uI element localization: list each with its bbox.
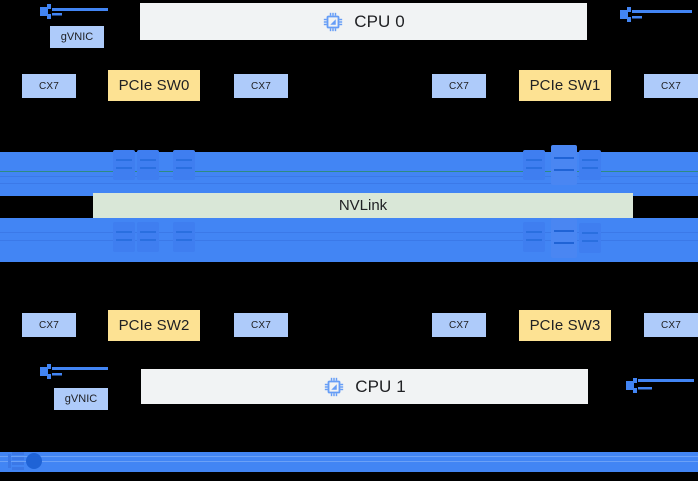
cpu1-box[interactable]: CPU 1 xyxy=(141,369,588,404)
cx7-box-1[interactable]: CX7 xyxy=(22,74,76,98)
pcie-switch-box-3[interactable]: PCIe SW3 xyxy=(519,310,611,341)
nic-connector-icon-top-left xyxy=(40,4,108,25)
cx7-box-3[interactable]: CX7 xyxy=(432,74,486,98)
gpu-card-icon-group-bottom-midleft xyxy=(172,222,196,252)
pcie-switch-box-0[interactable]: PCIe SW0 xyxy=(108,70,200,101)
cx7-box-2[interactable]: CX7 xyxy=(234,74,288,98)
cpu1-label: CPU 1 xyxy=(355,376,406,396)
cx7-box-6[interactable]: CX7 xyxy=(234,313,288,337)
pcie-switch-label: PCIe SW0 xyxy=(118,77,190,94)
cx7-box-8[interactable]: CX7 xyxy=(644,313,698,337)
pcie-switch-box-1[interactable]: PCIe SW1 xyxy=(519,70,611,101)
nic-connector-icon-top-right xyxy=(620,7,692,28)
cx7-box-4[interactable]: CX7 xyxy=(644,74,698,98)
network-switch-icon xyxy=(8,450,48,481)
cx7-label: CX7 xyxy=(448,80,470,92)
cx7-label: CX7 xyxy=(448,319,470,331)
gpu-card-icon-group-bottom-right xyxy=(550,218,602,258)
cpu-chip-icon xyxy=(323,376,345,398)
cx7-label: CX7 xyxy=(38,319,60,331)
cx7-label: CX7 xyxy=(660,80,682,92)
pcie-switch-label: PCIe SW1 xyxy=(529,77,601,94)
nic-connector-icon-bottom-right xyxy=(626,378,694,399)
gpu-card-icon-group-bottom-left xyxy=(112,222,160,252)
gvnic-label-bottom[interactable]: gVNIC xyxy=(54,388,108,410)
cx7-box-7[interactable]: CX7 xyxy=(432,313,486,337)
cpu-chip-icon xyxy=(322,11,344,33)
pcie-switch-box-2[interactable]: PCIe SW2 xyxy=(108,310,200,341)
cx7-label: CX7 xyxy=(660,319,682,331)
gpu-card-icon-group-top-right xyxy=(550,145,602,185)
cx7-label: CX7 xyxy=(250,319,272,331)
gpu-card-icon-group-top-left xyxy=(112,150,160,180)
cx7-label: CX7 xyxy=(38,80,60,92)
pcie-switch-label: PCIe SW2 xyxy=(118,317,190,334)
cx7-box-5[interactable]: CX7 xyxy=(22,313,76,337)
gvnic-text: gVNIC xyxy=(60,31,94,43)
cx7-label: CX7 xyxy=(250,80,272,92)
gvnic-text: gVNIC xyxy=(64,393,98,405)
gpu-card-icon-group-top-midleft xyxy=(172,150,196,180)
nvlink-bar[interactable]: NVLink xyxy=(93,193,633,218)
pcie-switch-label: PCIe SW3 xyxy=(529,317,601,334)
nvlink-label: NVLink xyxy=(338,197,388,214)
cpu0-label: CPU 0 xyxy=(354,11,405,31)
nic-connector-icon-bottom-left xyxy=(40,364,108,385)
gpu-card-icon-group-top-midright xyxy=(522,150,546,180)
network-rail xyxy=(0,452,698,472)
gpu-card-icon-group-bottom-midright xyxy=(522,222,546,252)
gvnic-label-top[interactable]: gVNIC xyxy=(50,26,104,48)
cpu0-box[interactable]: CPU 0 xyxy=(140,3,587,40)
